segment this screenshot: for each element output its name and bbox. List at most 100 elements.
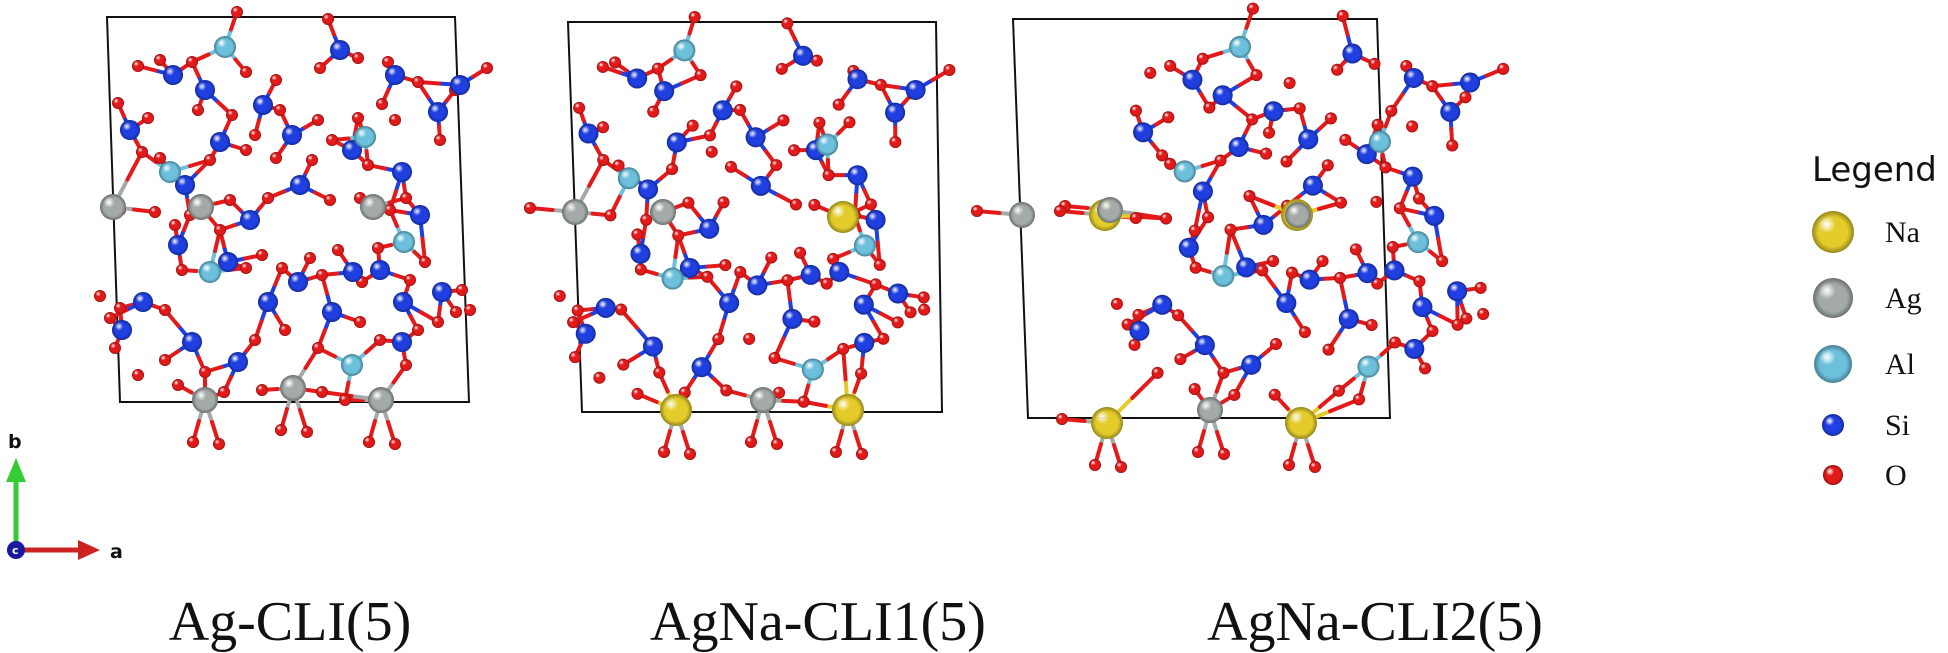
oxygen-atom-shade [316,386,328,398]
oxygen-atom-shade [770,159,783,172]
oxygen-atom-shade [864,198,877,211]
oxygen-atom-shade [1160,212,1173,225]
silicon-atom-shade [888,283,909,304]
oxygen-atom-shade [262,192,274,204]
oxygen-atom-shade [666,163,679,176]
sodium-atom-shade [827,201,859,233]
sodium-atom-shade [1285,407,1317,439]
oxygen-atom-shade [249,334,261,346]
silicon-atom-shade [218,252,238,272]
oxygen-atom-shade [631,387,644,400]
unit-cell-outline [1011,18,1392,419]
legend-swatch-shade [1814,345,1852,383]
caption-ag-cli: Ag-CLI(5) [169,591,412,653]
oxygen-atom-shade [672,229,685,242]
silicon-atom-shade [691,357,712,378]
silicon-atom-shade [1384,260,1405,281]
oxygen-atom-shade [176,264,188,276]
oxygen-atom-shade [788,144,801,157]
oxygen-atom-shade [199,366,211,378]
oxygen-atom-shade [112,97,124,109]
oxygen-atom-shade [1386,241,1399,254]
silicon-atom-shade [1299,269,1320,290]
oxygen-atom-shade [596,60,609,73]
oxygen-atom-shade [1243,190,1256,203]
oxygen-atom-shade [132,60,144,72]
oxygen-atom-shade [604,209,617,222]
oxygen-atom-shade [142,112,154,124]
silicon-atom-shade [575,323,596,344]
oxygen-atom-shade [450,306,462,318]
oxygen-atom-shade [354,316,366,328]
oxygen-atom-shade [1436,255,1449,268]
oxygen-atom-shade [1460,312,1473,325]
oxygen-atom-shade [1089,459,1101,471]
silicon-atom-shade [1338,308,1359,329]
oxygen-atom-shade [682,196,695,209]
unit-cell [1011,18,1392,419]
silicon-atom-shade [654,81,675,102]
silicon-atom-shade [450,75,470,95]
silicon-atom-shade [410,205,430,225]
oxygen-atom-shade [1202,211,1215,224]
legend-item-al: Al [1814,345,1915,383]
oxygen-atom-shade [686,119,699,132]
axis-a-head [78,540,100,560]
oxygen-atom-shade [1189,261,1202,274]
oxygen-atom-shade [362,159,374,171]
silicon-atom-shade [853,294,874,315]
oxygen-atom-shade [1419,362,1432,375]
oxygen-atom-shade [820,277,833,290]
oxygen-atom-shade [412,324,424,336]
oxygen-atom-shade [789,198,802,211]
silicon-atom-shade [290,175,310,195]
oxygen-atom-shade [172,379,184,391]
silver-atom-shade [188,194,214,220]
oxygen-atom-shade [159,304,171,316]
oxygen-atom-shade [1316,255,1329,268]
silicon-atom-shade [699,218,720,239]
silicon-atom-shade [228,352,248,372]
oxygen-atom-shade [808,198,821,211]
silicon-atom-shade [393,292,413,312]
oxygen-atom-shade [154,54,166,66]
oxygen-atom-shade [1339,133,1352,146]
silicon-atom-shade [1276,293,1297,314]
oxygen-atom-shade [1474,281,1487,294]
oxygen-atom-shade [224,194,236,206]
oxygen-atom-shade [768,352,781,365]
oxygen-atom-shade [712,333,725,346]
oxygen-atom-shade [684,448,696,460]
oxygen-atom-shade [274,104,286,116]
aluminium-atom-shade [853,234,876,257]
oxygen-atom-shade [276,262,288,274]
oxygen-atom-shade [1349,243,1362,256]
oxygen-atom-shade [1250,69,1263,82]
oxygen-atom-shade [1218,448,1230,460]
oxygen-atom-shade [781,274,794,287]
oxygen-atom-shade [810,54,823,67]
silicon-atom-shade [120,120,140,140]
oxygen-atom-shade [256,384,268,396]
oxygen-atom-shade [775,62,788,75]
silicon-atom-shade [1402,166,1423,187]
aluminium-atom-shade [393,231,415,253]
oxygen-atom-shade [832,98,845,111]
legend-title: Legend [1812,150,1937,190]
oxygen-atom-shade [94,290,106,302]
legend-label: Si [1885,409,1910,442]
oxygen-atom-shade [1477,308,1490,321]
oxygen-atom-shade [837,342,850,355]
oxygen-atom-shade [1224,223,1237,236]
oxygen-atom-shade [694,69,707,82]
oxygen-atom-shade [918,303,931,316]
silicon-atom-shade [322,302,342,322]
silicon-atom-shade [163,65,183,85]
oxygen-atom-shade [456,284,468,296]
oxygen-atom-shade [720,384,733,397]
legend-label: Al [1885,348,1915,381]
aluminium-atom-shade [1229,35,1252,58]
silicon-atom-shade [1302,175,1323,196]
silicon-atom-shade [1440,101,1461,122]
